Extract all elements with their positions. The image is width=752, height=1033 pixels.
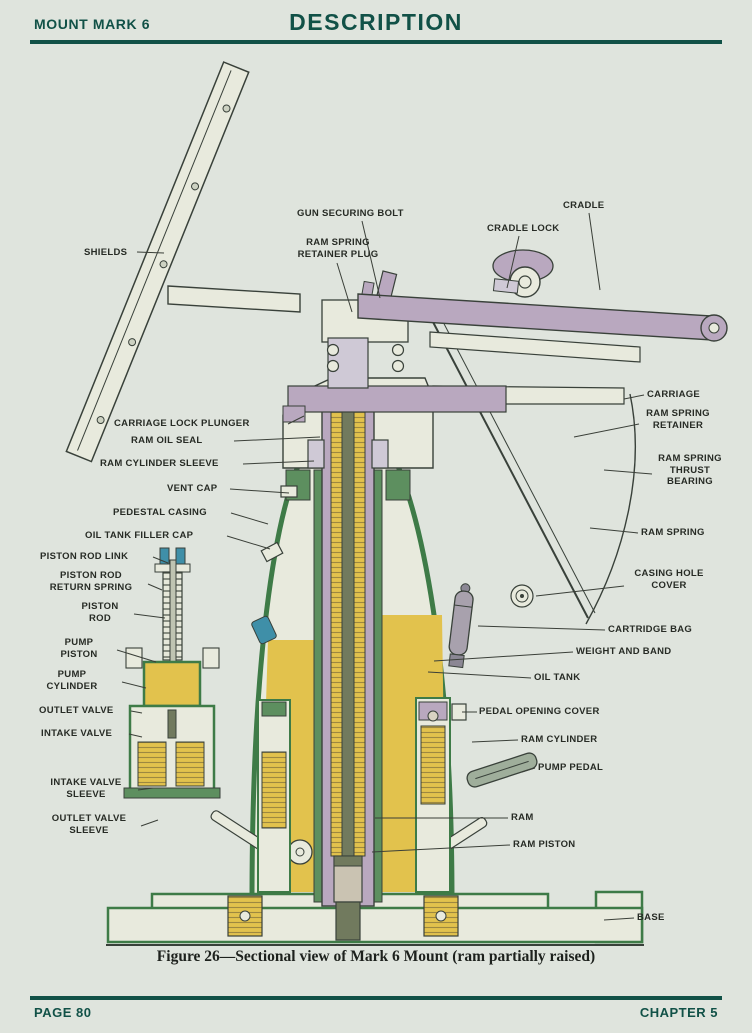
vent-cap-drawing: [280, 485, 298, 498]
cradle-drawing: [357, 249, 728, 363]
label-intake-valve-sleeve: INTAKE VALVE SLEEVE: [50, 777, 122, 800]
label-pump-pedal: PUMP PEDAL: [538, 762, 604, 773]
shields-drawing: [65, 61, 301, 463]
page-number: PAGE 80: [34, 1005, 92, 1020]
label-piston-rod: PISTON ROD: [81, 601, 119, 624]
ram-cylinder-drawing: [415, 697, 451, 893]
label-outlet-valve-sleeve: OUTLET VALVE SLEEVE: [51, 813, 127, 836]
label-base: BASE: [637, 912, 665, 923]
label-piston-rod-return-spring: PISTON ROD RETURN SPRING: [49, 570, 133, 593]
pump-detail-drawing: [123, 547, 221, 799]
label-ram-cylinder: RAM CYLINDER: [521, 734, 598, 745]
label-vent-cap: VENT CAP: [167, 483, 218, 494]
label-cradle: CRADLE: [563, 200, 605, 211]
label-ram-cylinder-sleeve: RAM CYLINDER SLEEVE: [100, 458, 219, 469]
cartridge-bag-drawing: [448, 583, 474, 669]
label-cradle-lock: CRADLE LOCK: [487, 223, 560, 234]
chapter-number: CHAPTER 5: [639, 1005, 718, 1020]
label-carriage-lock-plunger: CARRIAGE LOCK PLUNGER: [114, 418, 250, 429]
label-intake-valve: INTAKE VALVE: [41, 728, 113, 739]
leader-lines: [116, 212, 653, 921]
label-pump-cylinder: PUMP CYLINDER: [46, 669, 98, 692]
label-casing-hole-cover: CASING HOLE COVER: [634, 568, 704, 591]
label-weight-and-band: WEIGHT AND BAND: [576, 646, 672, 657]
figure-caption: Figure 26—Sectional view of Mark 6 Mount…: [156, 948, 596, 965]
label-pump-piston: PUMP PISTON: [60, 637, 98, 660]
casing-hole-cover-drawing: [510, 584, 534, 608]
header-rule: [30, 40, 722, 44]
label-ram-spring-thrust-bearing: RAM SPRING THRUST BEARING: [658, 453, 722, 488]
ram-column-drawing: [313, 371, 383, 941]
page-header-mount-name: MOUNT MARK 6: [34, 16, 151, 32]
label-gun-securing-bolt: GUN SECURING BOLT: [297, 208, 404, 219]
label-ram-spring-retainer: RAM SPRING RETAINER: [646, 408, 710, 431]
label-oil-tank: OIL TANK: [534, 672, 581, 683]
label-carriage: CARRIAGE: [647, 389, 701, 400]
label-ram-piston: RAM PISTON: [513, 839, 576, 850]
pump-pedal-drawing: [466, 752, 538, 788]
label-shields: SHIELDS: [84, 247, 128, 258]
label-pedestal-casing: PEDESTAL CASING: [113, 507, 207, 518]
page-title: DESCRIPTION: [289, 9, 463, 35]
label-ram-oil-seal: RAM OIL SEAL: [131, 435, 203, 446]
label-ram-spring: RAM SPRING: [641, 527, 705, 538]
label-ram-spring-retainer-plug: RAM SPRING RETAINER PLUG: [297, 237, 379, 260]
label-pedal-opening-cover: PEDAL OPENING COVER: [479, 706, 600, 717]
label-piston-rod-link: PISTON ROD LINK: [40, 551, 129, 562]
footer-rule: [30, 996, 722, 1000]
label-outlet-valve: OUTLET VALVE: [39, 705, 114, 716]
label-oil-tank-filler-cap: OIL TANK FILLER CAP: [85, 530, 194, 541]
label-cartridge-bag: CARTRIDGE BAG: [608, 624, 693, 635]
base-drawing: [106, 890, 644, 946]
label-ram: RAM: [511, 812, 534, 823]
